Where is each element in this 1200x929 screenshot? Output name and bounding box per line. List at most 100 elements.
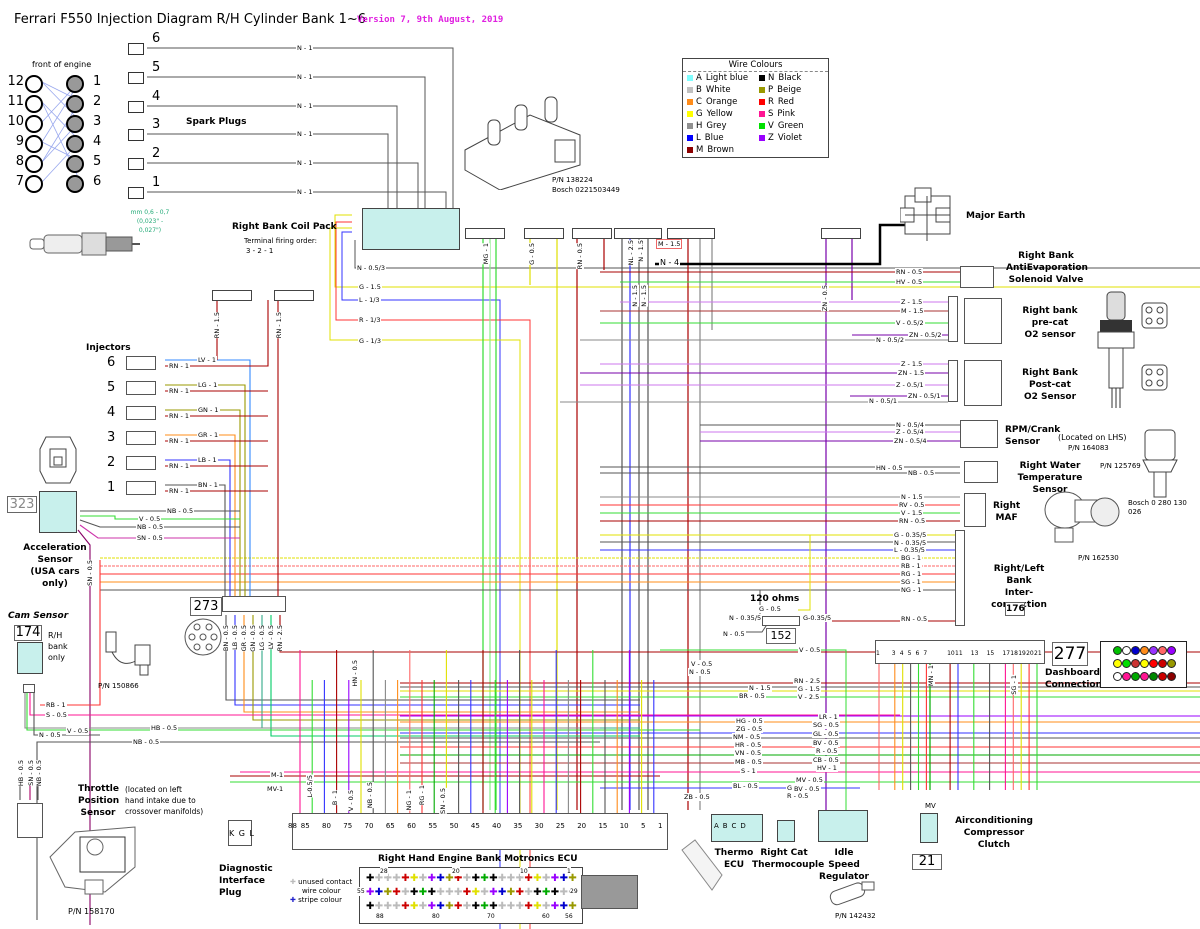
wire-label: LB - 1: [197, 456, 218, 464]
wire-label: RB - 1: [45, 701, 67, 709]
ecu-connector-strip: [292, 813, 668, 850]
legend-colour-name: Blue: [704, 133, 724, 143]
color-swatch: [687, 74, 693, 81]
cat-thermo-body: [777, 820, 795, 842]
wire-label: NB - 0.5: [35, 760, 43, 787]
ac-wire-label: MV: [925, 802, 936, 810]
title-line: Right Cat: [760, 848, 808, 858]
dashboard-pin-number: 1: [876, 650, 880, 657]
title-line: Right: [993, 501, 1021, 511]
ecu-contact: ✚: [383, 887, 392, 898]
ecu-contact: ✚: [515, 887, 524, 898]
wire-label: RN - 1.5: [275, 312, 283, 339]
dashboard-pin: [1113, 659, 1122, 668]
color-swatch: [759, 134, 765, 141]
dashboard-pin: [1122, 659, 1131, 668]
dashboard-pin-number: 10: [947, 650, 955, 657]
ecu-contact: ✚: [506, 901, 516, 912]
wire-label: V - 0.5: [690, 660, 714, 668]
coil-pack-illustration: [464, 96, 581, 190]
dashboard-connector-strip: [875, 640, 1045, 664]
ecu-pin-tick: 60: [407, 822, 416, 830]
wire-label: ZN - 0.5/4: [893, 437, 928, 445]
ecu-contact: ✚: [383, 873, 392, 884]
ecu-contact: ✚: [454, 873, 463, 884]
wire-label: RV - 0.5: [898, 501, 926, 509]
legend-title: Wire Colours: [683, 59, 828, 72]
coil-pack-title: Right Bank Coil Pack: [232, 222, 337, 232]
gap-in: (0,023" - 0,027"): [136, 218, 164, 234]
legend-colour-name: Yellow: [706, 109, 733, 119]
page-title: Ferrari F550 Injection Diagram R/H Cylin…: [14, 12, 367, 27]
diag-plug-body[interactable]: [228, 820, 252, 846]
ecu-contact: ✚: [374, 901, 384, 912]
wire-label: M - 1.5: [900, 307, 925, 315]
wire-label: N - 0.5/4: [895, 421, 926, 429]
dashboard-pin: [1131, 646, 1140, 655]
ecu-pin-tick: 15: [598, 822, 608, 830]
legend-code: P: [768, 85, 774, 95]
left-sensor-wires: [19, 510, 900, 925]
dashboard-pin: [1131, 672, 1140, 681]
cylinder-circle: [66, 115, 84, 133]
legend-colour-name: Green: [777, 121, 804, 131]
wire-label: G - 0.5: [758, 605, 782, 613]
wire-label: N - 1: [296, 102, 314, 110]
title-line: Dashboard: [1045, 668, 1100, 678]
wire-label: N - 1.5: [900, 493, 924, 501]
note-line: hand intake due to: [125, 796, 196, 805]
wire-label: HV - 1: [816, 764, 838, 772]
ecu-contact: ✚: [489, 901, 498, 912]
dashboard-pin: [1113, 646, 1122, 655]
interconnect-ref: 176: [1005, 602, 1025, 616]
accel-sensor-body: [39, 491, 77, 533]
wire-label: N - 1.5: [640, 285, 648, 307]
dashboard-pin-number: 21: [1034, 650, 1042, 657]
ecu-contact: ✚: [445, 887, 454, 898]
ecu-contact: ✚: [462, 901, 472, 912]
legend-code: V: [768, 121, 774, 131]
precat-plug: [948, 296, 958, 342]
spark-plug-number: 4: [152, 89, 161, 104]
connector-273-ref: 273: [190, 597, 222, 616]
title-line: ECU: [723, 860, 745, 870]
legend-colour-name: Beige: [777, 85, 802, 95]
cylinder-circle: [25, 75, 43, 93]
wire-label: SN - 0.5: [136, 534, 164, 542]
dashboard-pin: [1158, 672, 1167, 681]
postcat-sensor: [964, 360, 1002, 406]
dashboard-pin: [1131, 659, 1140, 668]
accel-sensor-ref: 323: [7, 496, 37, 513]
note-line: (located on left: [125, 785, 182, 794]
ecu-contact: ✚: [462, 873, 472, 884]
spark-plug-connector: [128, 101, 144, 113]
wire-label: HN - 0.5: [351, 660, 359, 687]
note-line: bank: [48, 642, 68, 651]
spark-plug-number: 1: [152, 175, 161, 190]
ecu-face-label: 29: [570, 887, 578, 896]
wire-label: N - 1.5: [748, 684, 772, 692]
cylinder-circle: [25, 135, 43, 153]
ecu-pin-tick: 5: [640, 822, 646, 830]
spark-plug-connector: [128, 72, 144, 84]
wire-label: G-0.35/5: [802, 614, 833, 622]
wire-label: BG - 1: [900, 554, 922, 562]
wire-label: N - 1: [296, 159, 314, 167]
ecu-contact: ✚: [480, 901, 489, 912]
injector-number: 3: [107, 430, 116, 445]
ecu-contact: ✚: [480, 887, 489, 898]
dashboard-pin: [1149, 672, 1158, 681]
ecu-contact: ✚: [454, 901, 463, 912]
ecu-contact: ✚: [524, 873, 533, 884]
wire-label: L-0.5/5: [306, 775, 314, 798]
legend-colour-name: Grey: [706, 121, 727, 131]
cylinder-number: 8: [15, 154, 24, 169]
cylinder-number: 1: [93, 74, 102, 89]
wire-label: V - 0.5: [347, 790, 355, 812]
